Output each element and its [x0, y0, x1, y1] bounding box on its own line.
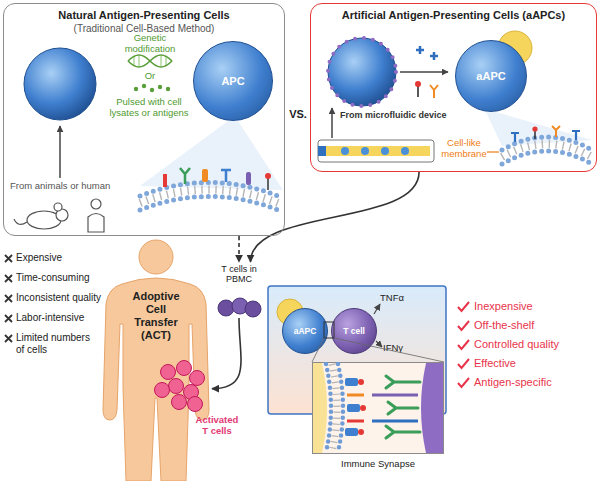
drawback-item: Time-consuming: [16, 272, 102, 284]
advantage-item: Inexpensive: [474, 300, 596, 313]
node-text: Natural Antigen-Presenting Cells: [4, 9, 284, 22]
apc-cell: APC: [193, 41, 273, 121]
node-text: T cells in PBMC: [216, 264, 262, 284]
source-note: From animals or human: [10, 180, 135, 191]
node-text: T cell: [332, 309, 376, 353]
advantage-item: Antigen-specific: [474, 376, 596, 389]
source-note: From microfluidic device: [340, 110, 460, 121]
method-note: Genetic modification: [112, 32, 188, 54]
aapc-cell: aAPC: [455, 40, 527, 112]
method-note: Pulsed with cell lysates or antigens: [108, 96, 190, 118]
synapse-inset: Immune Synapse: [312, 362, 444, 474]
drawback-item: Expensive: [16, 252, 102, 264]
t-cell: T cell: [331, 308, 377, 354]
method-note: Or: [135, 70, 165, 81]
advantage-item: Effective: [474, 357, 596, 370]
node-text: aAPC: [283, 309, 327, 353]
body-silhouette: [100, 238, 212, 481]
node-text: APC: [194, 42, 272, 120]
node-text: Immune Synapse: [312, 458, 444, 469]
aapc-cell: aAPC: [282, 308, 328, 354]
cell-label: Activated T cells: [192, 414, 242, 436]
t-cell-cluster: T cells in PBMC: [216, 262, 262, 318]
flow-arrow: [251, 172, 420, 262]
node-text: Artificial Antigen-Presenting Cells (aAP…: [311, 9, 596, 22]
flow-arrow: [238, 236, 240, 262]
cytokine-label: IFNγ: [383, 342, 417, 353]
check-marks: [458, 302, 469, 387]
artificial-side-art: [318, 31, 592, 164]
cross-marks: [5, 255, 12, 342]
cytokine-label: TNFα: [380, 292, 414, 303]
advantage-item: Controlled quality: [474, 338, 596, 351]
node-text: Adoptive Cell Transfer (ACT): [124, 290, 188, 342]
node-text: aAPC: [456, 41, 526, 111]
flow-arrow: [212, 318, 241, 389]
versus-label: VS.: [286, 108, 310, 121]
advantage-item: Off-the-shelf: [474, 319, 596, 332]
drawback-item: Labor-intensive: [16, 312, 102, 324]
synapse-illustration: [312, 362, 444, 454]
drawback-item: Limited numbers of cells: [16, 332, 98, 356]
human-body: Adoptive Cell Transfer (ACT): [100, 238, 212, 481]
drawback-item: Inconsistent quality: [16, 292, 102, 304]
activated-t-cells: [155, 361, 205, 412]
callout-label: Cell-like membrane: [438, 137, 490, 159]
